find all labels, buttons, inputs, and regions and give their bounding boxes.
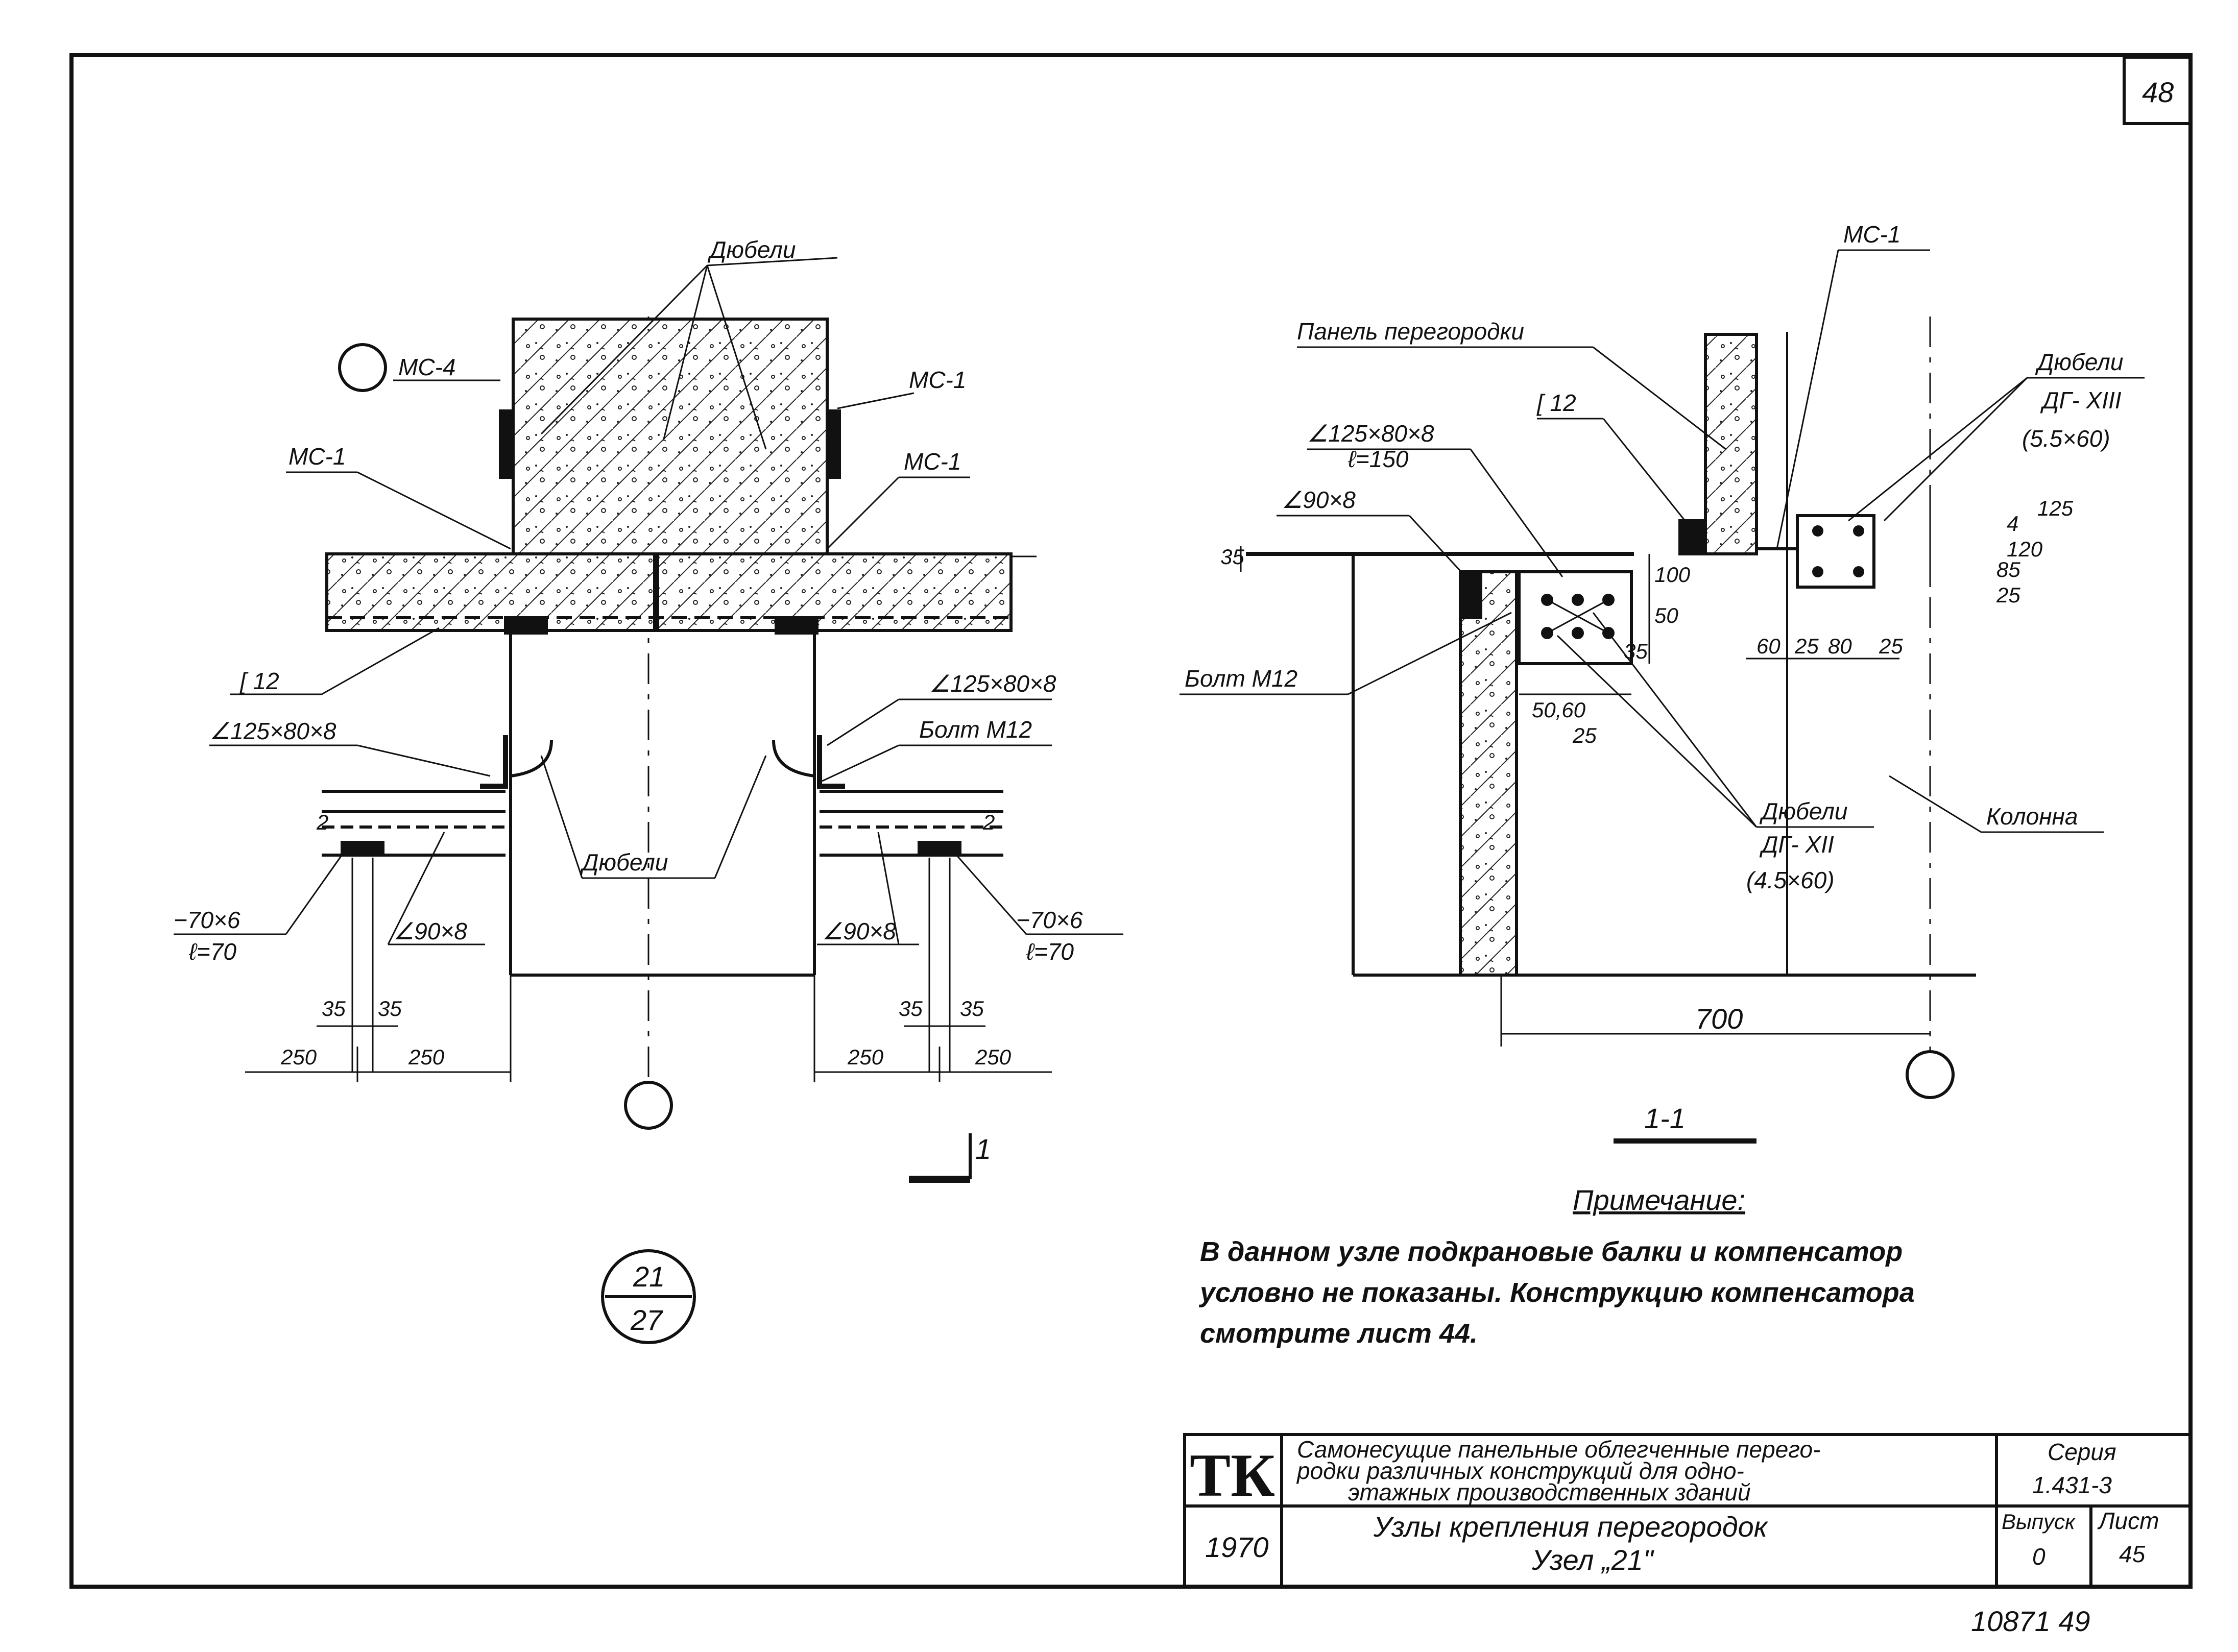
page-number-box bbox=[2123, 56, 2192, 125]
desc-line-1: Самонесущие панельные облегченные перего… bbox=[1297, 1436, 1820, 1463]
label-dubeli-top: Дюбели bbox=[707, 236, 796, 263]
title-line-2: Узел „21" bbox=[1531, 1544, 1654, 1576]
node-number-top: 21 bbox=[633, 1260, 665, 1293]
sheet-value: 45 bbox=[2119, 1541, 2146, 1567]
mc1-plate-right bbox=[827, 409, 841, 479]
note-heading: Примечание: bbox=[1573, 1184, 1745, 1216]
label-angle-length: ℓ=150 bbox=[1347, 446, 1409, 472]
note-line-1: В данном узле подкрановые балки и компен… bbox=[1200, 1236, 1903, 1267]
label-plate-right-1: −70×6 bbox=[1016, 907, 1083, 933]
dim-250-3: 250 bbox=[847, 1045, 884, 1069]
dim-35-rv: 35 bbox=[1220, 545, 1244, 569]
note-line-2: условно не показаны. Конструкцию компенс… bbox=[1198, 1277, 1915, 1308]
dim-125: 125 bbox=[2037, 496, 2074, 520]
title-line-1: Узлы крепления перегородок bbox=[1373, 1511, 1769, 1543]
dim-700: 700 bbox=[1695, 1003, 1743, 1035]
desc-line-3: этажных производственных зданий bbox=[1348, 1479, 1751, 1505]
dim-250-1: 250 bbox=[280, 1045, 317, 1069]
note-line-3: смотрите лист 44. bbox=[1200, 1318, 1478, 1349]
label-dg12-size: (4.5×60) bbox=[1746, 867, 1835, 893]
right-view bbox=[1180, 249, 2145, 1144]
left-view bbox=[174, 257, 1123, 1344]
series-value: 1.431-3 bbox=[2032, 1472, 2112, 1498]
title-block bbox=[1183, 1433, 2192, 1588]
label-angle90-right-view: ∠90×8 bbox=[1282, 487, 1356, 513]
issue-label: Выпуск bbox=[2002, 1510, 2076, 1534]
dim-100: 100 bbox=[1654, 563, 1691, 587]
dim-60: 60 bbox=[1756, 634, 1780, 658]
dim-25b: 25 bbox=[1794, 634, 1819, 658]
node-number-bottom: 27 bbox=[630, 1304, 663, 1336]
upper-partition-panel bbox=[1704, 333, 1758, 555]
section-title: 1-1 bbox=[1644, 1102, 1686, 1134]
horizontal-slab bbox=[325, 552, 1013, 632]
label-plate-right-2: ℓ=70 bbox=[1026, 938, 1074, 965]
label-panel: Панель перегородки bbox=[1297, 318, 1524, 345]
tk-logo: ТК bbox=[1190, 1441, 1275, 1509]
label-mc1-right: МС-1 bbox=[904, 448, 961, 475]
sheet-label: Лист bbox=[2097, 1508, 2159, 1534]
label-mc4: МС-4 bbox=[398, 354, 455, 380]
mc4-plate bbox=[499, 409, 513, 479]
label-mc1-left: МС-1 bbox=[288, 443, 346, 470]
dim-80: 80 bbox=[1828, 634, 1852, 658]
label-column: Колонна bbox=[1986, 803, 2078, 830]
label-plate-left-1: −70×6 bbox=[174, 907, 240, 933]
label-dg13-size: (5.5×60) bbox=[2022, 425, 2110, 452]
dim-35-l2: 35 bbox=[378, 997, 402, 1021]
axis-marker-top-left bbox=[338, 343, 387, 392]
dim-50-60: 50,60 bbox=[1532, 698, 1586, 722]
section-mark-number: 1 bbox=[975, 1133, 991, 1165]
dim-4: 4 bbox=[2007, 512, 2018, 536]
dim-50: 50 bbox=[1654, 603, 1678, 627]
label-angle-right: ∠125×80×8 bbox=[929, 670, 1056, 697]
dim-35-r2: 35 bbox=[960, 997, 984, 1021]
desc-line-2: родки различных конструкций для одно- bbox=[1296, 1457, 1744, 1484]
node-marker bbox=[601, 1249, 696, 1344]
page-number: 48 bbox=[2142, 76, 2174, 108]
label-angle90-left: ∠90×8 bbox=[393, 918, 467, 944]
dim-25c: 25 bbox=[1879, 634, 1903, 658]
gusset-plate bbox=[1518, 570, 1633, 665]
dim-35b: 35 bbox=[1624, 639, 1648, 663]
dim-120: 120 bbox=[2007, 537, 2043, 561]
column-shaft bbox=[1459, 570, 1518, 977]
label-mc1-right-view: МС-1 bbox=[1843, 221, 1900, 248]
year: 1970 bbox=[1205, 1531, 1269, 1563]
dim-85: 85 bbox=[1996, 557, 2020, 581]
dim-250-4: 250 bbox=[975, 1045, 1012, 1069]
label-dg13: ДГ- XIII bbox=[2040, 387, 2122, 414]
label-angle-left: ∠125×80×8 bbox=[209, 718, 336, 744]
dim-35-l1: 35 bbox=[322, 997, 346, 1021]
label-bolt-right: Болт М12 bbox=[1185, 665, 1297, 692]
label-mc1-top-right: МС-1 bbox=[909, 367, 966, 393]
archive-number: 10871 49 bbox=[1971, 1605, 2090, 1637]
level-right: 2 bbox=[982, 810, 995, 834]
level-left: 2 bbox=[316, 810, 328, 834]
label-c12-right: [ 12 bbox=[1536, 390, 1576, 416]
upper-panel bbox=[512, 318, 829, 555]
sheet-frame bbox=[69, 53, 2193, 1589]
label-plate-left-2: ℓ=70 bbox=[188, 938, 236, 965]
label-dubeli-right-2: Дюбели bbox=[1759, 798, 1847, 824]
label-angle-right-view: ∠125×80×8 bbox=[1307, 420, 1434, 447]
issue-value: 0 bbox=[2032, 1543, 2046, 1570]
label-dubeli-mid: Дюбели bbox=[580, 849, 668, 876]
dim-25d: 25 bbox=[1996, 583, 2020, 607]
label-c12-left: [ 12 bbox=[239, 668, 279, 694]
dim-35-r1: 35 bbox=[899, 997, 923, 1021]
label-bolt-left: Болт М12 bbox=[919, 716, 1032, 743]
axis-marker-right bbox=[1906, 1050, 1955, 1099]
label-dg12: ДГ- XII bbox=[1759, 831, 1834, 858]
label-dubeli-right: Дюбели bbox=[2035, 349, 2123, 375]
dim-250-2: 250 bbox=[408, 1045, 445, 1069]
dim-25: 25 bbox=[1572, 723, 1597, 747]
series-label: Серия bbox=[2048, 1439, 2116, 1465]
axis-marker-bottom bbox=[624, 1081, 673, 1130]
label-angle90-right: ∠90×8 bbox=[822, 918, 896, 944]
